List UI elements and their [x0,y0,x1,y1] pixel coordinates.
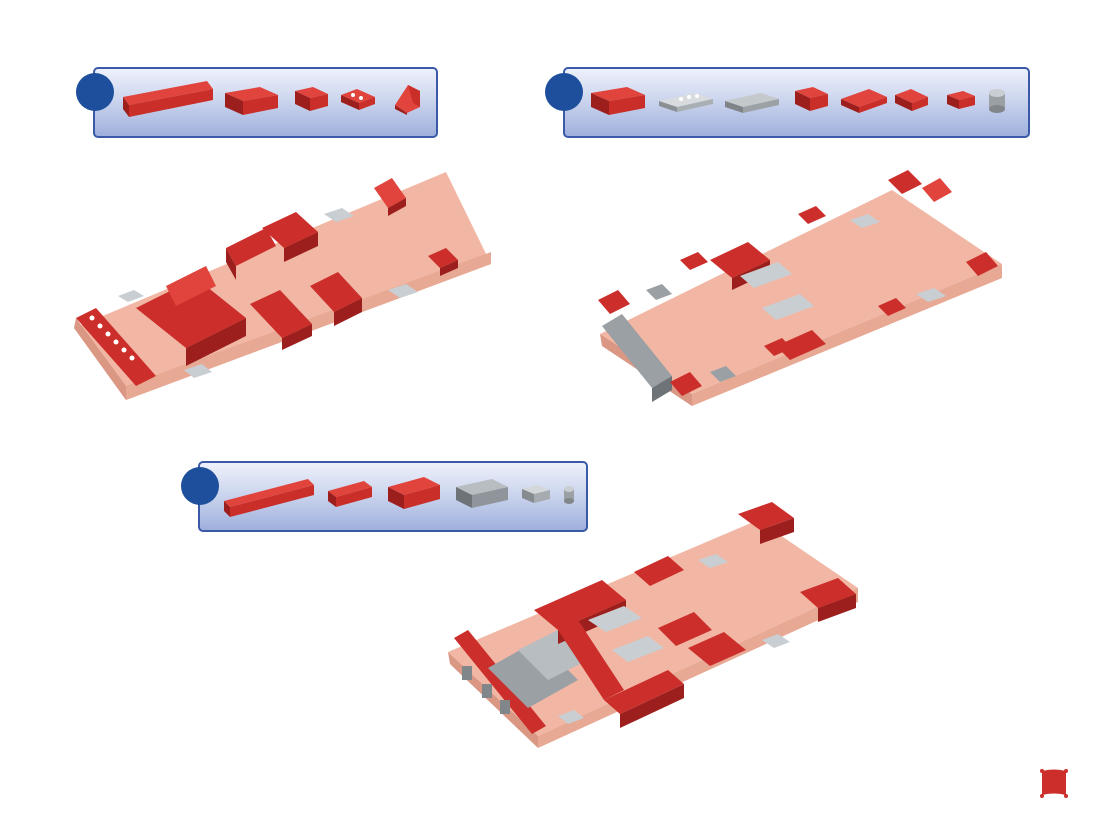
step-3-number [181,467,219,505]
brick-1x4-icon [328,481,372,507]
step-1-marker [76,73,114,111]
brick-1x2-icon [947,91,975,109]
step-2-marker [545,73,583,111]
step-1-parts-panel [93,67,438,138]
plate-2x4-icon [841,89,887,113]
step-1-number [76,73,114,111]
plate-2x4-gray-icon [725,93,779,113]
brick-1x8-icon [123,81,213,117]
brick-2x2-icon [795,87,828,111]
step-2-assembly [592,166,1016,410]
step-3-assembly [428,500,864,754]
plate-2x2-icon [895,89,928,111]
step-1-parts [95,69,440,140]
brick-2x4-icon [591,87,645,115]
red-flag-icon [1039,767,1069,800]
brick-2x2-icon [295,87,328,111]
step-1-assembly [66,168,496,404]
step-2-number [545,73,583,111]
step-2-parts [565,69,1032,140]
step-3-marker [181,467,219,505]
step-2-parts-panel [563,67,1030,138]
brick-1x8-icon [224,479,314,517]
brick-2x4-icon [225,87,278,115]
slope-2x2-icon [395,85,420,115]
plate-2x4-gray-icon [659,93,713,112]
cylinder-gray-icon [989,89,1005,113]
plate-2x2-icon [341,89,375,110]
